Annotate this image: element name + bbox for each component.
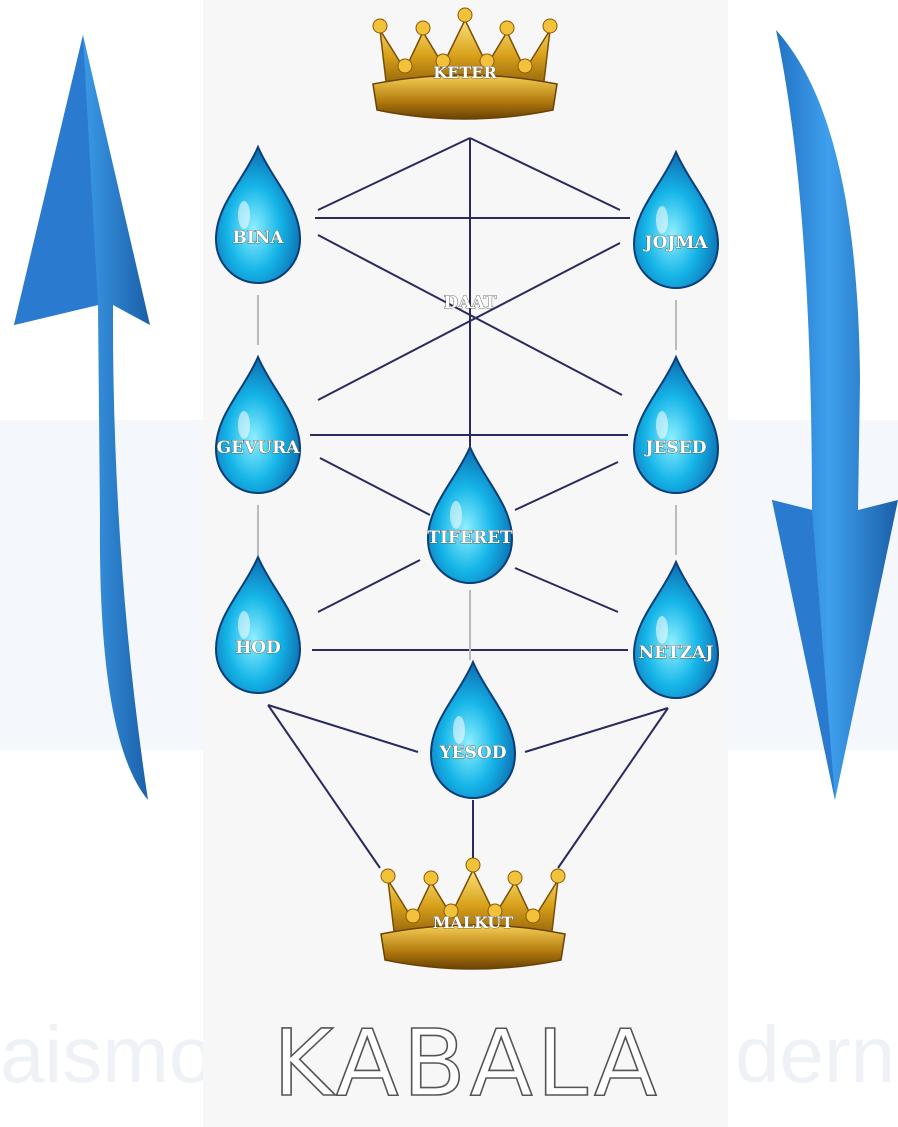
node-label-jojma: JOJMA xyxy=(643,233,709,253)
crown-jewel xyxy=(551,869,565,883)
crown-jewel xyxy=(466,858,480,872)
drop-highlight xyxy=(238,611,250,639)
crown-jewel xyxy=(398,59,412,73)
crown-jewel xyxy=(416,21,430,35)
watermark-right-text: dern xyxy=(735,1010,895,1099)
drop-highlight xyxy=(238,201,250,229)
diagram-title: KABALA xyxy=(273,1010,661,1117)
node-label-hod: HOD xyxy=(235,638,281,658)
crown-label-bottom: MALKUT xyxy=(433,913,514,932)
crown-jewel xyxy=(543,19,557,33)
watermark-left-text: aismo xyxy=(0,1010,213,1099)
node-label-yesod: YESOD xyxy=(439,743,507,763)
crown-label-top: KETER xyxy=(433,63,497,82)
crown-jewel xyxy=(526,909,540,923)
crown-jewel xyxy=(373,19,387,33)
drop-highlight xyxy=(656,206,668,234)
node-label-tiferet: TIFERET xyxy=(427,528,513,548)
drop-highlight xyxy=(450,501,462,529)
node-label-jesed: JESED xyxy=(644,438,707,458)
crown-jewel xyxy=(381,869,395,883)
node-label-gevura: GEVURA xyxy=(217,438,301,458)
crown-jewel xyxy=(508,871,522,885)
node-label-daat: DAAT xyxy=(444,293,497,313)
drop-highlight xyxy=(656,411,668,439)
crown-jewel xyxy=(458,8,472,22)
drop-highlight xyxy=(656,616,668,644)
crown-jewel xyxy=(406,909,420,923)
crown-jewel xyxy=(500,21,514,35)
crown-jewel xyxy=(518,59,532,73)
drop-highlight xyxy=(238,411,250,439)
node-label-bina: BINA xyxy=(232,228,284,248)
crown-jewel xyxy=(424,871,438,885)
drop-highlight xyxy=(453,716,465,744)
node-label-netzaj: NETZAJ xyxy=(639,643,714,663)
